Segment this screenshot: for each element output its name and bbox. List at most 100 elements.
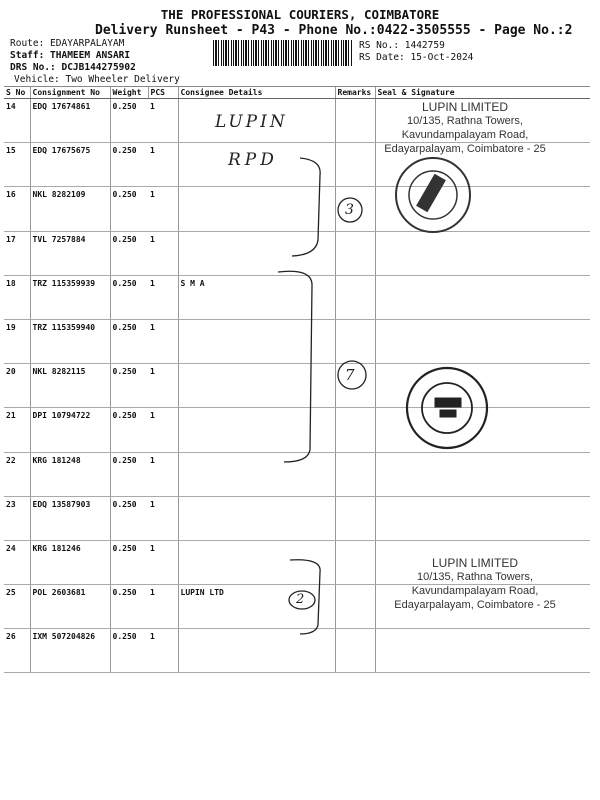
cell-cn: KRG 181246 (29, 540, 110, 586)
cell-consignee (177, 452, 335, 497)
cell-seal (374, 319, 590, 365)
cell-remarks (334, 98, 375, 144)
handwritten-lupin: LUPIN (215, 112, 288, 132)
cell-consignee (177, 496, 335, 541)
stamp-line: 10/135, Rathna Towers, (417, 571, 533, 583)
cell-seal (374, 363, 590, 409)
cell-seal (374, 231, 590, 276)
cell-remarks (334, 584, 375, 630)
cell-weight: 0.250 (109, 407, 148, 453)
route: Route: EDAYARPALAYAM (10, 38, 125, 49)
handwritten-count-7: 7 (345, 366, 355, 384)
cell-consignee (177, 540, 335, 586)
cell-pcs: 1 (148, 584, 178, 630)
cell-seal (374, 452, 590, 497)
bracket-mark (289, 559, 321, 635)
cell-sno: 24 (4, 540, 30, 586)
cell-pcs: 1 (148, 186, 178, 232)
cell-sno: 26 (4, 628, 30, 674)
cell-sno: 17 (4, 231, 30, 276)
cell-pcs: 1 (148, 319, 178, 365)
cell-pcs: 1 (148, 540, 178, 586)
cell-sno: 25 (4, 584, 30, 630)
stamp-line: Kavundampalayam Road, (411, 585, 539, 597)
cell-consignee (177, 142, 335, 188)
cell-sno: 21 (4, 407, 30, 453)
cell-remarks (334, 407, 375, 453)
cell-remarks (334, 186, 375, 232)
cell-consignee (177, 98, 335, 144)
cell-pcs: 1 (148, 98, 178, 144)
cell-cn: IXM 507204826 (29, 628, 110, 674)
cell-cn: TRZ 115359939 (29, 275, 110, 320)
cell-pcs: 1 (148, 407, 178, 453)
rathna-pharma-stamp (395, 157, 471, 233)
cell-sno: 22 (4, 452, 30, 497)
cell-weight: 0.250 (109, 186, 148, 232)
column-header: PCS (147, 86, 178, 99)
cell-consignee (177, 319, 335, 365)
cell-pcs: 1 (148, 496, 178, 541)
cell-cn: TRZ 115359940 (29, 319, 110, 365)
column-header: Consignee Details (177, 86, 335, 99)
cell-cn: NKL 8282115 (29, 363, 110, 409)
rs-date: RS Date: 15-Oct-2024 (359, 52, 474, 63)
column-header: S No (4, 86, 30, 99)
cell-cn: EDQ 17675675 (29, 142, 110, 188)
staff: Staff: THAMEEM ANSARI (10, 50, 131, 61)
cell-sno: 23 (4, 496, 30, 541)
cell-sno: 19 (4, 319, 30, 365)
cell-cn: POL 2603681 (29, 584, 110, 630)
cell-seal (374, 275, 590, 320)
cell-weight: 0.250 (109, 275, 148, 320)
cell-sno: 18 (4, 275, 30, 320)
stamp-line: LUPIN LIMITED (431, 556, 518, 570)
bracket-mark (291, 157, 321, 257)
cell-cn: DPI 10794722 (29, 407, 110, 453)
cell-pcs: 1 (148, 142, 178, 188)
column-header: Seal & Signature (374, 86, 590, 99)
cell-consignee (177, 231, 335, 276)
cell-consignee (177, 407, 335, 453)
cell-seal (374, 407, 590, 453)
barcode (213, 40, 353, 66)
stamp-line: 10/135, Rathna Towers, (407, 115, 523, 127)
column-header: Weight (109, 86, 148, 99)
cell-seal (374, 584, 590, 630)
cell-weight: 0.250 (109, 540, 148, 586)
cell-consignee: S M A (177, 275, 335, 320)
column-header: Consignment No (29, 86, 110, 99)
circle-mark (337, 360, 367, 390)
cell-sno: 15 (4, 142, 30, 188)
company-title: THE PROFESSIONAL COURIERS, COIMBATORE (160, 7, 440, 22)
cell-sno: 14 (4, 98, 30, 144)
cell-cn: TVL 7257884 (29, 231, 110, 276)
cell-weight: 0.250 (109, 452, 148, 497)
cell-weight: 0.250 (109, 319, 148, 365)
handwritten-count-2: 2 (296, 592, 305, 607)
cell-pcs: 1 (148, 628, 178, 674)
cell-weight: 0.250 (109, 98, 148, 144)
cell-weight: 0.250 (109, 496, 148, 541)
cell-weight: 0.250 (109, 231, 148, 276)
cell-cn: EDQ 17674861 (29, 98, 110, 144)
cell-seal (374, 628, 590, 674)
vehicle: Vehicle: Two Wheeler Delivery (14, 74, 180, 85)
cell-pcs: 1 (148, 452, 178, 497)
cell-sno: 20 (4, 363, 30, 409)
cell-remarks (334, 142, 375, 188)
cell-consignee (177, 363, 335, 409)
lupin-stamp-1: LUPIN LIMITED 10/135, Rathna Towers, Kav… (380, 100, 550, 156)
stamp-line: Kavundampalayam Road, (401, 129, 529, 141)
